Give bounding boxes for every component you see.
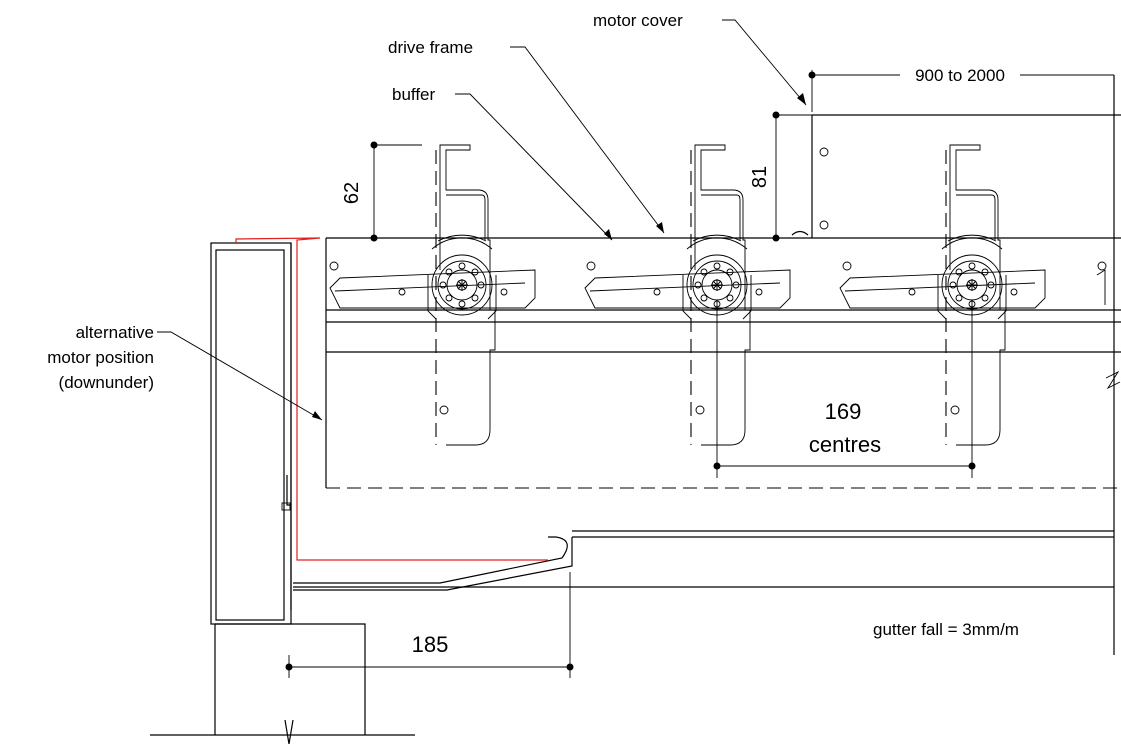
dim-centres-lines: [716, 300, 973, 478]
motor-cover-box: [811, 114, 1121, 238]
dim-centres-value: 169: [825, 399, 862, 424]
cover-screw-top: [819, 147, 829, 157]
dim-81-lines: [775, 114, 812, 238]
label-alt-line3: (downunder): [59, 373, 154, 392]
left-post-outer: [210, 242, 292, 625]
label-alt-line2: motor position: [47, 348, 154, 367]
footing: [214, 623, 366, 735]
dim-81-text: 81: [749, 166, 771, 188]
cover-clip: [791, 230, 809, 236]
left-post-wall: [286, 243, 292, 610]
label-drive-frame: drive frame: [388, 38, 473, 57]
blade-1: [435, 144, 496, 446]
gutter-base: [293, 537, 573, 591]
gear-1: [427, 234, 497, 320]
blade-3: [945, 144, 1006, 446]
beam-flange: [326, 309, 1121, 353]
gutter-profile: [293, 536, 568, 584]
cover-screw-bottom: [819, 220, 829, 230]
gutter-top: [572, 530, 1114, 538]
label-gutter-fall: gutter fall = 3mm/m: [873, 620, 1019, 639]
blade-2: [690, 144, 751, 446]
dim-62-lines: [373, 144, 422, 238]
dim-span-text: 900 to 2000: [915, 66, 1005, 85]
leader-alt-motor: [157, 331, 323, 421]
dim-185-text: 185: [412, 632, 449, 657]
label-buffer: buffer: [392, 85, 436, 104]
left-post-inner: [215, 249, 285, 621]
label-alt-line1: alternative: [76, 323, 154, 342]
break-mark: [284, 719, 294, 744]
label-motor-cover: motor cover: [593, 11, 683, 30]
leader-buffer: [455, 93, 613, 241]
dim-62-text: 62: [341, 182, 363, 204]
top-beam: [325, 237, 1121, 488]
leader-drive-frame: [510, 46, 665, 234]
dim-185-lines: [288, 572, 571, 678]
leader-motor-cover: [722, 19, 807, 106]
dim-centres-word: centres: [809, 432, 881, 457]
red-flashing: [235, 237, 548, 561]
